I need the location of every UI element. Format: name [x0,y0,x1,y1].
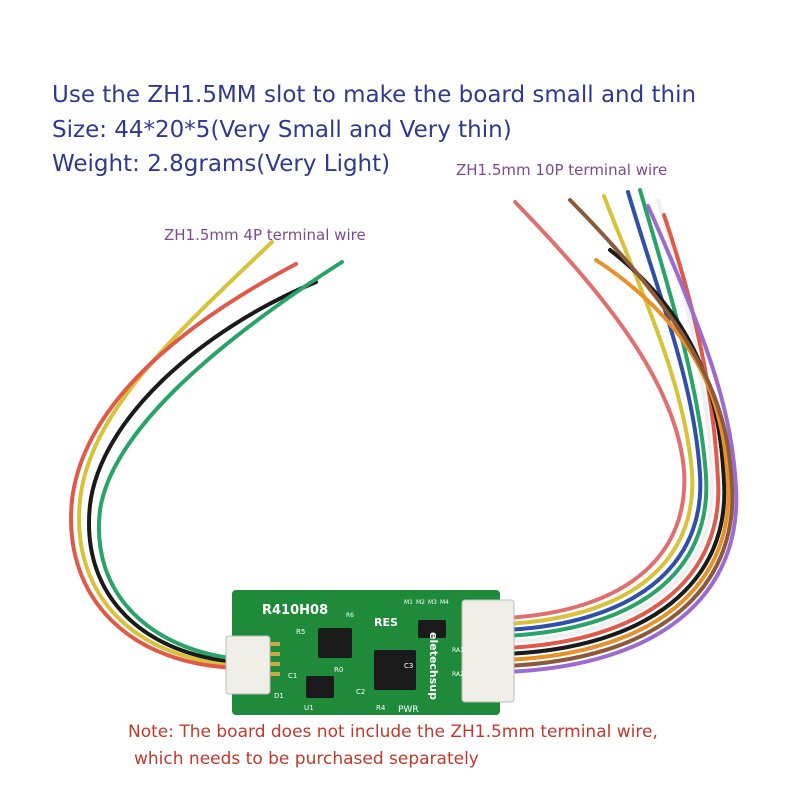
headline-line-3: Weight: 2.8grams(Very Light) [52,151,391,177]
part-label: RA1 [452,647,464,654]
chip [318,628,352,658]
part-label: M1 [404,599,413,606]
four-pin-wire-label: ZH1.5mm 4P terminal wire [164,226,366,244]
ten-pin-wires [503,188,739,674]
four-pin-connector [225,635,271,695]
part-label: R0 [334,666,343,674]
ten-pin-wire-label: ZH1.5mm 10P terminal wire [456,161,668,179]
four-pin-wires [69,240,344,670]
part-label: RA2 [452,671,464,678]
part-label: M4 [440,599,449,606]
chip [306,676,334,698]
note-line-2: which needs to be purchased separately [134,749,479,769]
part-label: C2 [356,688,365,696]
headline-line-2: Size: 44*20*5(Very Small and Very thin) [52,117,512,143]
part-label: M2 [416,599,425,606]
ten-pin-connector [461,599,515,703]
part-label: C3 [404,662,413,670]
headline-line-1: Use the ZH1.5MM slot to make the board s… [52,82,697,108]
board-model: R410H08 [262,603,328,618]
res-label: RES [374,616,398,629]
brand-label: eletechsup [427,632,440,700]
chip [374,650,416,690]
part-label: U1 [304,704,314,712]
part-label: R6 [346,612,354,619]
part-label: M3 [428,599,437,606]
part-label: C1 [288,672,297,680]
part-label: R4 [376,704,386,712]
part-label: D1 [274,692,284,700]
chip [418,620,446,638]
part-label: R5 [296,628,305,636]
connector-pins [270,642,280,676]
note-line-1: Note: The board does not include the ZH1… [128,722,658,742]
pwr-label: PWR [398,705,419,715]
